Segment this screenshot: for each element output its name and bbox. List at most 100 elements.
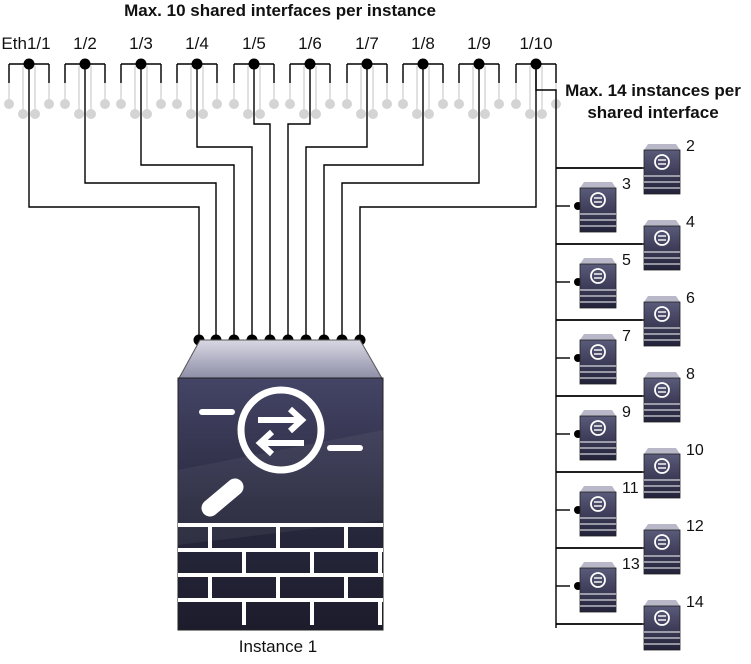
diagram-title-instances-per-interface: Max. 14 instances per shared interface <box>565 81 741 122</box>
small-device-top <box>644 144 680 150</box>
interface-wire <box>84 64 217 340</box>
small-device-arrow-ring <box>654 610 670 626</box>
small-device-face <box>579 567 617 613</box>
unused-connector-dot <box>186 109 196 119</box>
port-label: Eth1/1 <box>1 34 51 53</box>
unused-connector-dot <box>494 99 504 109</box>
port-connector-dot <box>248 58 260 70</box>
instance-devices <box>579 144 681 651</box>
instance-number-label: 12 <box>686 518 704 535</box>
unused-connector-dot <box>368 109 378 119</box>
instance-number-label: 10 <box>686 442 704 459</box>
small-device-arrow-ring <box>590 344 606 360</box>
unused-connector-dot <box>412 109 422 119</box>
instance-number-label: 11 <box>622 480 639 497</box>
instance-number-label: 6 <box>686 290 695 307</box>
small-device-face <box>579 263 617 309</box>
small-device-top <box>644 220 680 226</box>
unused-connector-dot <box>424 109 434 119</box>
instance-1-device <box>177 339 384 631</box>
port-connector-dot <box>135 58 147 70</box>
small-device-top <box>644 524 680 530</box>
small-device-arrow-ring <box>590 192 606 208</box>
device-pill <box>201 478 244 517</box>
small-device-face <box>643 149 681 195</box>
small-device-face <box>643 377 681 423</box>
interface-wire <box>287 64 311 340</box>
small-device-top <box>644 372 680 378</box>
device-shine <box>178 430 383 545</box>
small-device-top <box>580 258 616 264</box>
shared-interface-bus <box>535 64 557 628</box>
small-device-face <box>579 491 617 537</box>
port-label: 1/3 <box>129 34 153 53</box>
interface-wire <box>323 64 424 340</box>
unused-connector-dot <box>342 99 352 109</box>
port-label: 1/9 <box>467 34 491 53</box>
unused-connector-dot <box>229 99 239 109</box>
small-device-face <box>643 453 681 499</box>
unused-connector-dot <box>243 109 253 119</box>
instance-number-label: 14 <box>686 594 704 611</box>
small-device-arrow-ring <box>590 420 606 436</box>
unused-connector-dot <box>325 99 335 109</box>
small-device-face <box>579 339 617 385</box>
unused-connector-dot <box>116 99 126 109</box>
unused-connector-dot <box>356 109 366 119</box>
instance-number-label: 8 <box>686 366 695 383</box>
instance-number-label: 7 <box>622 328 631 345</box>
instance-number-label: 3 <box>622 176 631 193</box>
unused-connector-dot <box>285 99 295 109</box>
small-device-top <box>580 334 616 340</box>
interface-wire <box>253 64 271 340</box>
port-connector-dot <box>23 58 35 70</box>
unused-connector-dot <box>30 109 40 119</box>
port-connector-dot <box>530 58 542 70</box>
instance-number-label: 9 <box>622 404 631 421</box>
unused-connector-dot <box>525 109 535 119</box>
small-device-arrow-ring <box>654 154 670 170</box>
unused-connector-dot <box>299 109 309 119</box>
unused-connector-dot <box>398 99 408 109</box>
interface-wire <box>196 64 253 340</box>
unused-connector-dot <box>212 99 222 109</box>
small-device-top <box>580 410 616 416</box>
instance-number-label: 13 <box>622 556 640 573</box>
device-top-face <box>177 339 384 381</box>
port-label: 1/4 <box>185 34 209 53</box>
unused-connector-dot <box>130 109 140 119</box>
port-label: 1/7 <box>355 34 379 53</box>
small-device-arrow-ring <box>654 382 670 398</box>
interface-wire <box>28 64 200 340</box>
small-device-top <box>580 182 616 188</box>
small-device-arrow-ring <box>590 268 606 284</box>
unused-connector-dot <box>198 109 208 119</box>
instance-number-label: 4 <box>686 214 695 231</box>
small-device-face <box>579 415 617 461</box>
unused-connector-dot <box>311 109 321 119</box>
interface-wire <box>305 64 368 340</box>
port-label: 1/8 <box>411 34 435 53</box>
port-connector-dot <box>417 58 429 70</box>
small-device-top <box>644 296 680 302</box>
small-device-arrow-ring <box>654 230 670 246</box>
unused-connector-dot <box>100 99 110 109</box>
unused-connector-dot <box>44 99 54 109</box>
unused-connector-dot <box>454 99 464 109</box>
interface-port-group <box>8 58 557 83</box>
small-device-top <box>580 562 616 568</box>
instance-number-label: 5 <box>622 252 631 269</box>
small-device-arrow-ring <box>654 306 670 322</box>
port-label: 1/6 <box>298 34 322 53</box>
unused-connector-dot <box>382 99 392 109</box>
unused-connector-dot <box>74 109 84 119</box>
unused-connector-dot <box>255 109 265 119</box>
unused-connector-dot <box>269 99 279 109</box>
port-connector-dot <box>79 58 91 70</box>
instance-1-label: Instance 1 <box>238 637 318 656</box>
small-device-face <box>643 225 681 271</box>
device-arrow-ring <box>237 386 325 474</box>
interface-wire <box>359 64 537 340</box>
